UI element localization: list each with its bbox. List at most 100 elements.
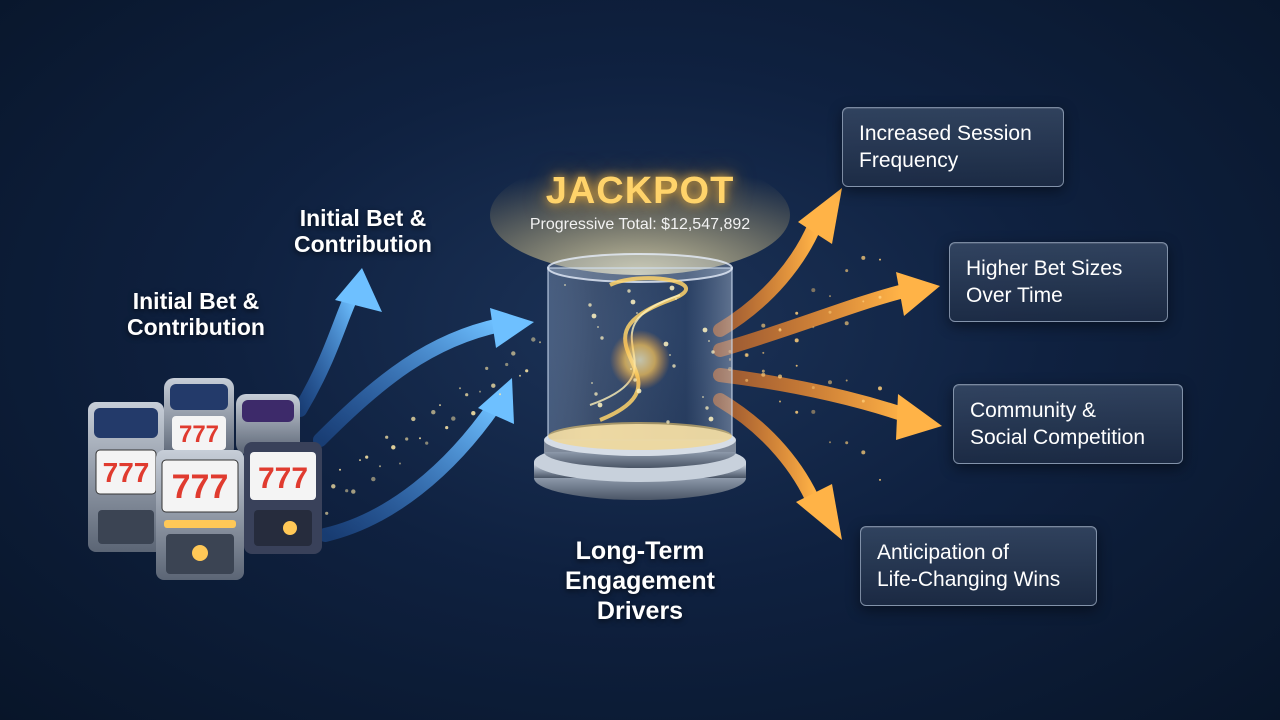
sparkle-particle <box>479 390 481 393</box>
sparkle-particle <box>339 468 341 471</box>
output-arrow-1 <box>713 218 822 337</box>
sparkle-particle <box>795 410 799 414</box>
sparkle-particle <box>829 441 831 444</box>
sparkle-particle <box>411 416 416 422</box>
output-sparkles <box>728 255 882 481</box>
sparkle-particle <box>811 288 816 293</box>
outcome-box-1-line-1: Increased Session <box>859 122 1032 145</box>
output-arrow-2-head <box>896 272 940 316</box>
sparkle-particle <box>669 354 671 356</box>
sparkle-particle <box>794 338 799 343</box>
sparkle-particle <box>431 410 436 415</box>
sparkle-particle <box>633 378 637 382</box>
input-arrow-upper <box>293 288 359 417</box>
sparkle-particle <box>845 441 849 445</box>
sparkle-particle <box>761 372 766 377</box>
sparkle-particle <box>451 416 456 421</box>
sparkle-particle <box>811 386 815 390</box>
sparkle-particle <box>564 284 566 286</box>
sparkle-particle <box>675 298 677 300</box>
sparkle-particle <box>745 378 749 382</box>
input-label-lower-line-2: Contribution <box>127 314 265 341</box>
jackpot-progressive-total: Progressive Total: $12,547,892 <box>529 216 751 233</box>
sparkle-particle <box>385 435 389 439</box>
sparkle-particle <box>539 341 541 344</box>
sparkle-particle <box>511 351 516 356</box>
sparkle-particle <box>861 255 866 260</box>
sparkle-particle <box>591 382 593 384</box>
sparkle-particle <box>711 350 715 354</box>
svg-text:777: 777 <box>103 457 150 488</box>
input-label-lower-line-1: Initial Bet & <box>132 288 260 314</box>
input-sparkles <box>319 337 541 515</box>
sparkle-particle <box>663 341 669 347</box>
sparkle-particle <box>465 393 469 397</box>
engagement-drivers-line-2: Engagement <box>564 567 716 595</box>
slot-reels-front: 777 <box>172 468 229 506</box>
outcome-box-community: Community & Social Competition <box>953 384 1183 464</box>
output-arrows <box>713 188 942 540</box>
sparkle-particle <box>705 406 709 410</box>
sparkle-particle <box>519 374 521 377</box>
input-arrow-upper-head <box>335 268 382 312</box>
sparkle-particle <box>499 393 501 396</box>
input-label-upper: Initial Bet & Contribution <box>288 205 438 258</box>
sparkle-particle <box>669 285 675 291</box>
sparkle-particle <box>371 476 376 482</box>
input-arrow-lower-head <box>478 378 514 424</box>
sparkle-particle <box>666 420 670 424</box>
output-arrow-2 <box>713 285 907 357</box>
sparkle-particle <box>879 258 881 261</box>
sparkle-particle <box>845 269 849 273</box>
sparkle-particle <box>505 362 509 367</box>
outcome-box-bet-sizes: Higher Bet Sizes Over Time <box>949 242 1168 322</box>
outcome-box-1-line-2: Frequency <box>859 149 959 173</box>
sparkle-particle <box>445 426 449 430</box>
output-arrow-1-head <box>798 188 842 244</box>
output-arrow-4-head <box>796 484 842 540</box>
sparkle-particle <box>365 455 369 459</box>
sparkle-particle <box>630 368 632 370</box>
sparkle-particle <box>861 450 866 455</box>
sparkle-particle <box>778 374 782 379</box>
jackpot-light-beam <box>490 155 790 275</box>
sparkle-particle <box>795 364 798 367</box>
svg-text:777: 777 <box>179 421 219 448</box>
sparkle-particle <box>405 437 409 441</box>
sparkle-particle <box>525 369 529 373</box>
sparkle-particle <box>779 400 781 403</box>
sparkle-particle <box>485 366 489 370</box>
sparkle-particle <box>828 310 832 314</box>
slot-machine-front: 777 <box>156 450 244 580</box>
slot-machine-back-left: 777 <box>88 402 164 552</box>
input-label-upper-line-1: Initial Bet & <box>299 205 427 231</box>
outcome-box-4-line-1: Anticipation of <box>877 541 1009 564</box>
sparkle-particle <box>845 379 848 382</box>
sparkle-particle <box>630 299 636 305</box>
sparkle-particle <box>600 336 604 340</box>
sparkle-particle <box>636 312 638 314</box>
sparkle-particle <box>597 402 603 408</box>
sparkle-particle <box>795 311 799 315</box>
sparkle-particle <box>672 364 676 368</box>
sparkle-particle <box>878 295 882 299</box>
sparkle-particle <box>459 387 461 390</box>
sparkle-particle <box>345 489 349 493</box>
sparkle-particle <box>419 437 421 440</box>
input-label-lower: Initial Bet & Contribution <box>120 288 272 341</box>
slot-machine-back-right <box>236 394 300 454</box>
sparkle-particle <box>331 484 336 489</box>
engagement-drivers-line-1: Long-Term <box>575 537 705 565</box>
output-arrow-4 <box>713 393 822 512</box>
sparkle-particle <box>702 327 708 333</box>
sparkle-particle <box>439 404 441 407</box>
sparkle-particle <box>399 462 401 465</box>
sparkle-particle <box>425 441 429 445</box>
input-arrow-middle-head <box>490 308 534 348</box>
sparkle-particle <box>391 445 396 450</box>
sparkle-particle <box>761 369 765 373</box>
outcome-box-3-line-2: Social Competition <box>970 426 1146 450</box>
jackpot-cylinder <box>534 253 746 500</box>
